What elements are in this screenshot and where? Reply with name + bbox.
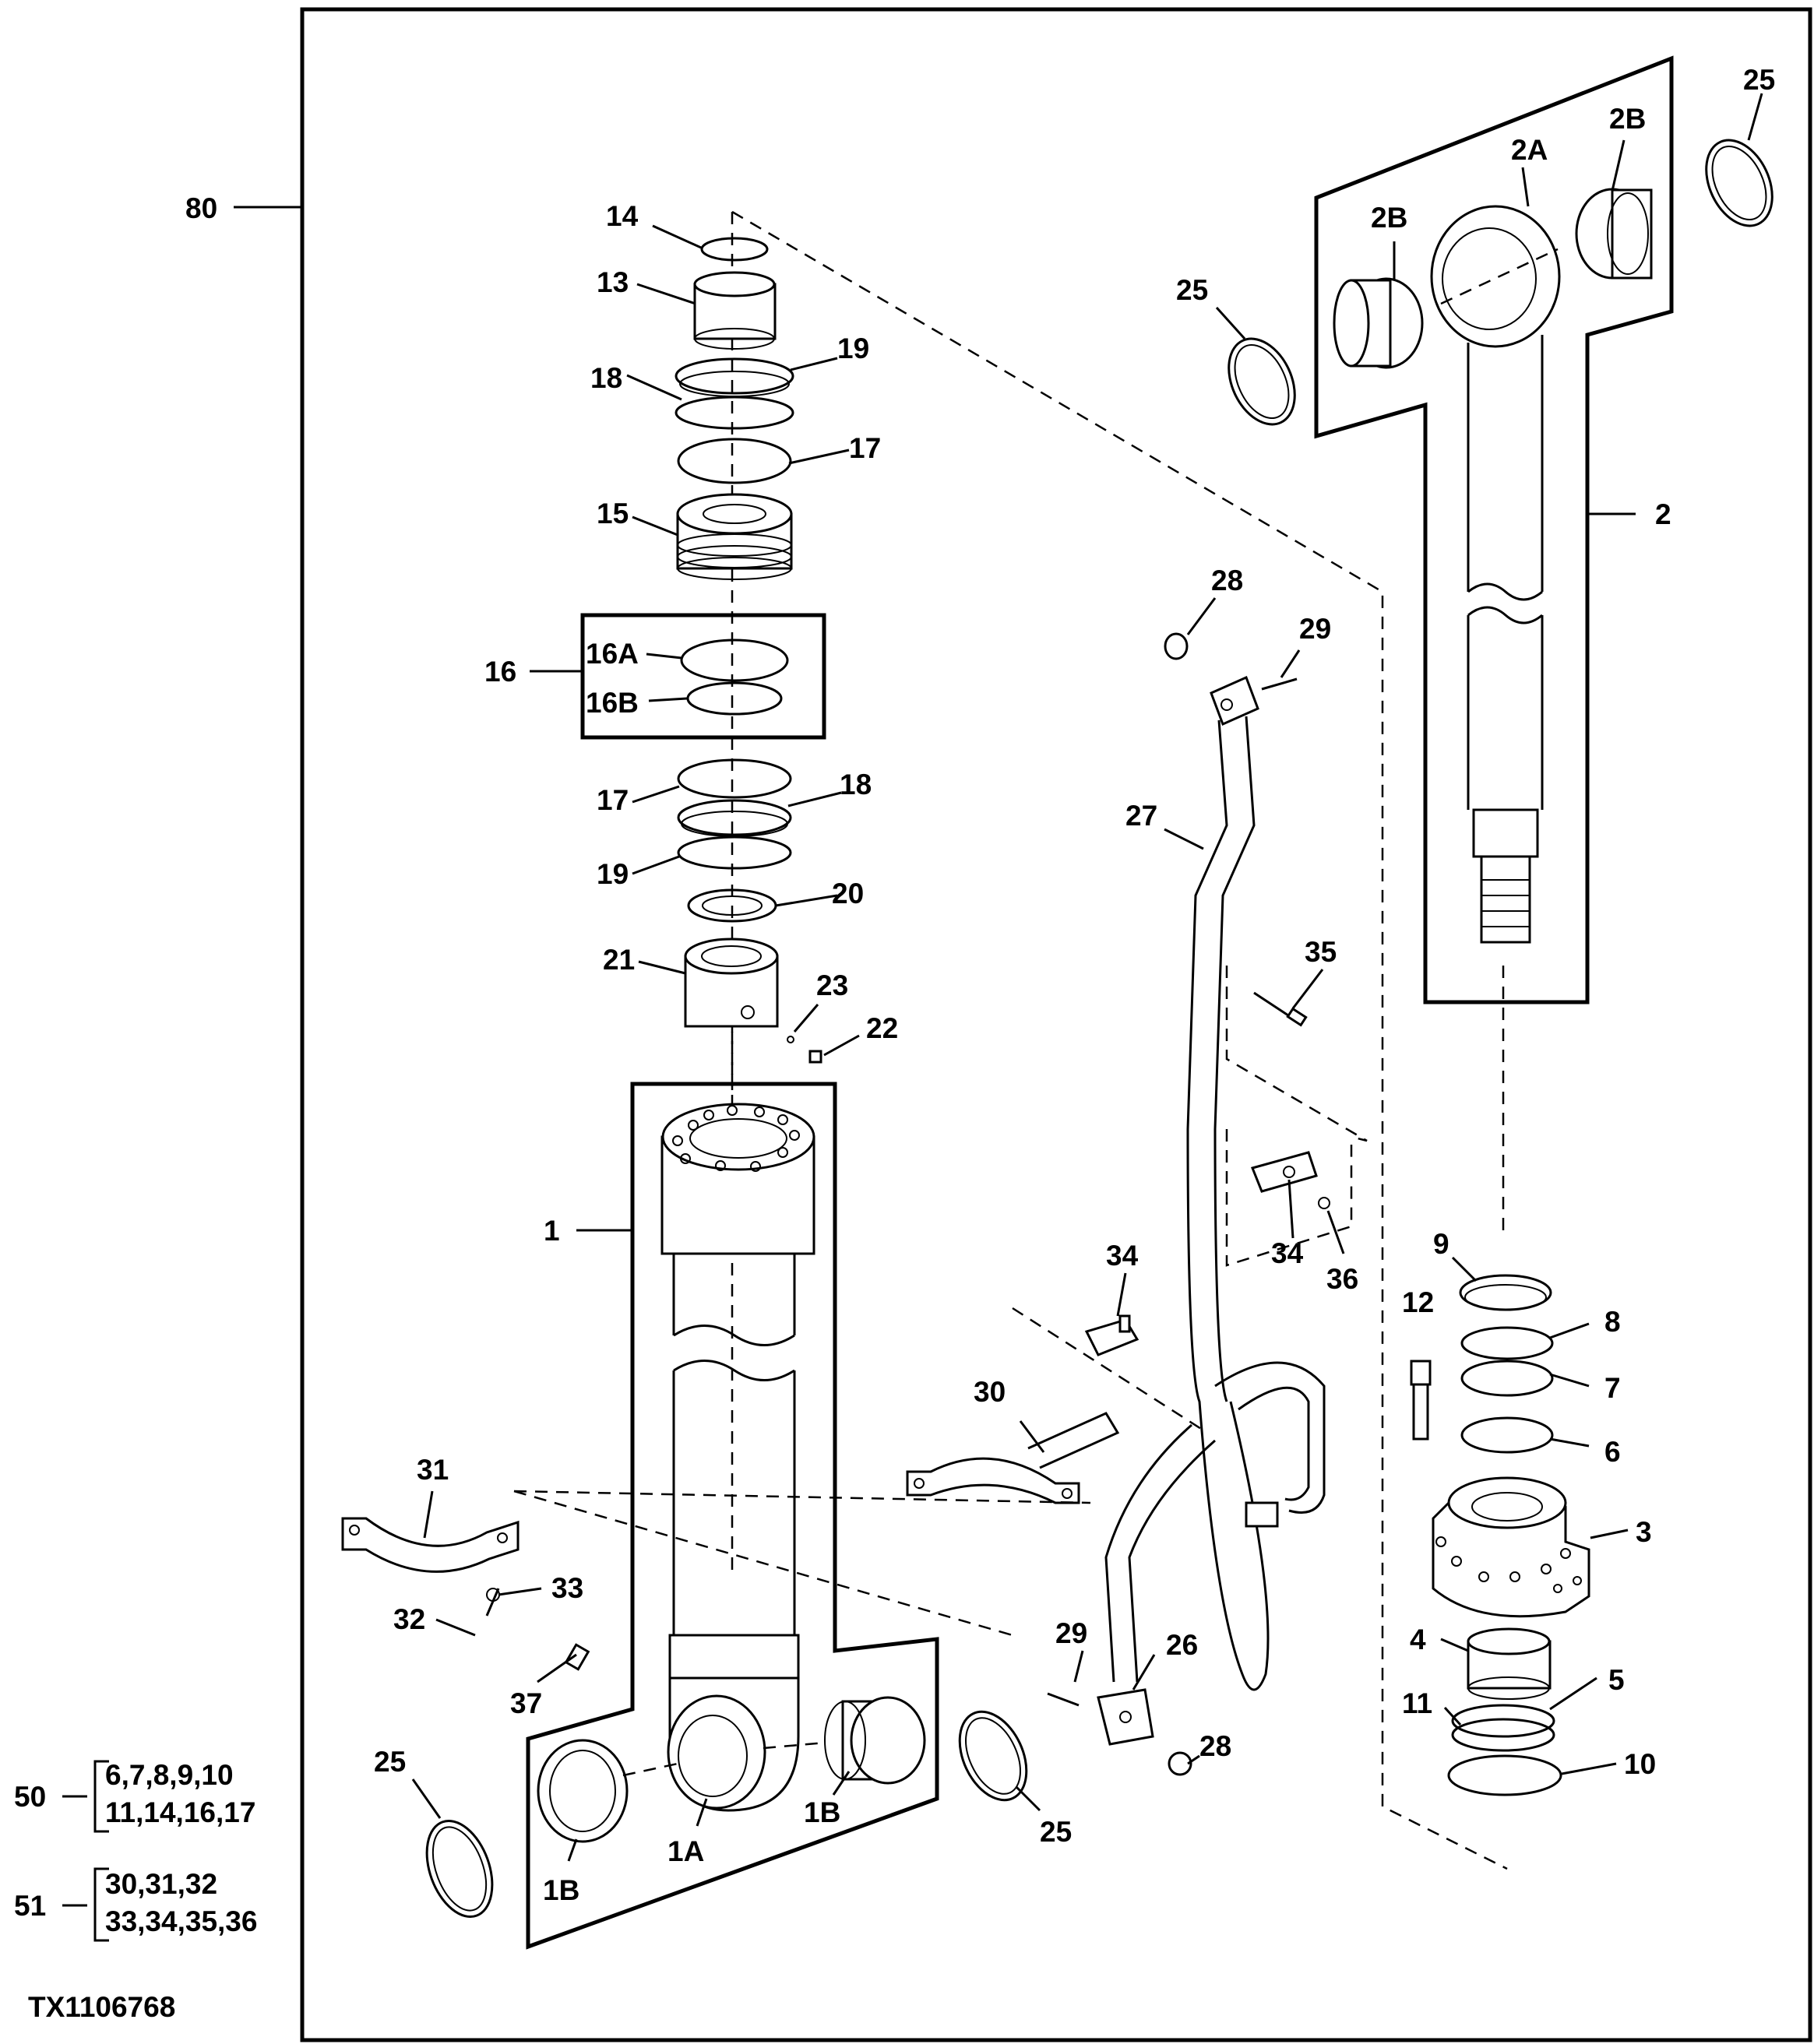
- callout-27: 27: [1125, 800, 1157, 832]
- callout-26: 26: [1166, 1629, 1198, 1661]
- callout-37: 37: [510, 1687, 542, 1719]
- head-parts: [580, 237, 826, 1064]
- callout-25-top-left: 25: [1176, 274, 1208, 306]
- callout-25-bottom-mid: 25: [1040, 1816, 1072, 1848]
- callout-28-bottom: 28: [1199, 1730, 1231, 1762]
- callout-18-top: 18: [590, 362, 622, 394]
- callout-12: 12: [1402, 1286, 1434, 1318]
- kit-legend-51: 51 30,31,32 33,34,35,36: [14, 1867, 257, 1942]
- callout-80: 80: [185, 192, 217, 224]
- callout-31: 31: [417, 1454, 449, 1486]
- gland-parts: [1410, 1274, 1590, 1796]
- kit-51-items-2: 33,34,35,36: [105, 1905, 257, 1937]
- kit-50-items-2: 11,14,16,17: [105, 1796, 255, 1828]
- callout-20: 20: [832, 878, 864, 909]
- tubes: [1047, 632, 1326, 1776]
- kit-legend-50: 50 6,7,8,9,10 11,14,16,17: [14, 1759, 255, 1833]
- callout-36: 36: [1326, 1263, 1358, 1295]
- callout-5: 5: [1608, 1664, 1625, 1696]
- callout-33: 33: [551, 1572, 583, 1604]
- drawing-id: TX1106768: [28, 1991, 175, 2023]
- callout-23: 23: [816, 969, 848, 1001]
- outer-frame: [300, 7, 1812, 2042]
- kit-label-50: 50: [14, 1781, 46, 1813]
- callout-21: 21: [603, 944, 635, 976]
- callout-19-mid: 19: [597, 858, 629, 890]
- callout-34-b: 34: [1271, 1237, 1304, 1269]
- callout-16: 16: [484, 656, 516, 688]
- callout-18-mid: 18: [840, 769, 872, 800]
- callout-11: 11: [1402, 1687, 1432, 1719]
- callout-8: 8: [1604, 1306, 1621, 1338]
- callout-4: 4: [1410, 1624, 1426, 1655]
- callout-34-a: 34: [1106, 1240, 1139, 1272]
- callout-29-top: 29: [1299, 613, 1331, 645]
- callout-17-mid: 17: [597, 784, 629, 816]
- callout-25-top-right: 25: [1743, 64, 1775, 96]
- callout-25-bottom-left: 25: [374, 1746, 406, 1778]
- callout-29-bottom: 29: [1055, 1617, 1087, 1649]
- callout-32: 32: [393, 1603, 425, 1635]
- callout-30: 30: [974, 1376, 1006, 1408]
- callout-6: 6: [1604, 1436, 1621, 1468]
- clamps: [341, 1307, 1208, 1637]
- callout-9: 9: [1433, 1228, 1449, 1260]
- kit-51-items-1: 30,31,32: [105, 1868, 217, 1900]
- callout-28-top: 28: [1211, 565, 1243, 596]
- callout-1B-left: 1B: [543, 1874, 579, 1906]
- callout-2A: 2A: [1511, 134, 1548, 166]
- callout-16B: 16B: [586, 687, 639, 719]
- callout-10: 10: [1624, 1748, 1656, 1780]
- barrel-assembly: [425, 1082, 1028, 1950]
- callout-15: 15: [597, 498, 629, 529]
- rod-assembly: [1228, 55, 1773, 1004]
- callout-19-top: 19: [837, 332, 869, 364]
- callout-2B-right: 2B: [1609, 103, 1646, 135]
- callout-1B-right: 1B: [804, 1796, 840, 1828]
- callout-22: 22: [866, 1012, 898, 1044]
- callout-3: 3: [1636, 1516, 1652, 1548]
- callout-35: 35: [1305, 936, 1337, 968]
- callout-16A: 16A: [586, 638, 639, 670]
- callout-2B-left: 2B: [1371, 202, 1407, 234]
- callout-1: 1: [544, 1215, 560, 1247]
- callout-7: 7: [1604, 1372, 1621, 1404]
- callout-1A: 1A: [667, 1835, 704, 1867]
- kit-label-51: 51: [14, 1890, 46, 1922]
- clamp-hardware: [1084, 966, 1368, 1356]
- kit-50-items-1: 6,7,8,9,10: [105, 1759, 234, 1791]
- callout-14: 14: [606, 200, 639, 232]
- callout-17-top: 17: [849, 432, 881, 464]
- callout-2: 2: [1655, 498, 1671, 530]
- callout-13: 13: [597, 266, 629, 298]
